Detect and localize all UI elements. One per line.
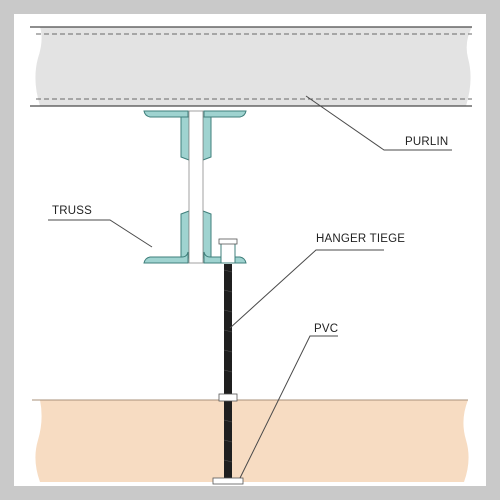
purlin-label: PURLIN <box>405 136 448 148</box>
panel-nut <box>218 393 238 402</box>
truss-label: TRUSS <box>52 205 92 217</box>
pvc-leader <box>239 335 338 479</box>
hanger-rod <box>220 241 236 482</box>
truss-section <box>143 110 247 264</box>
truss-leader <box>48 219 153 248</box>
hanger-label: HANGER TIEGE <box>316 233 405 245</box>
purlin-beam <box>30 26 473 107</box>
pvc-panel <box>32 399 469 482</box>
hanger-leader <box>229 249 384 329</box>
pvc-label: PVC <box>314 323 338 335</box>
top-nut <box>218 238 238 245</box>
gusset-plate <box>188 110 204 264</box>
purlin-leader <box>305 95 452 151</box>
bottom-nut <box>212 477 244 485</box>
